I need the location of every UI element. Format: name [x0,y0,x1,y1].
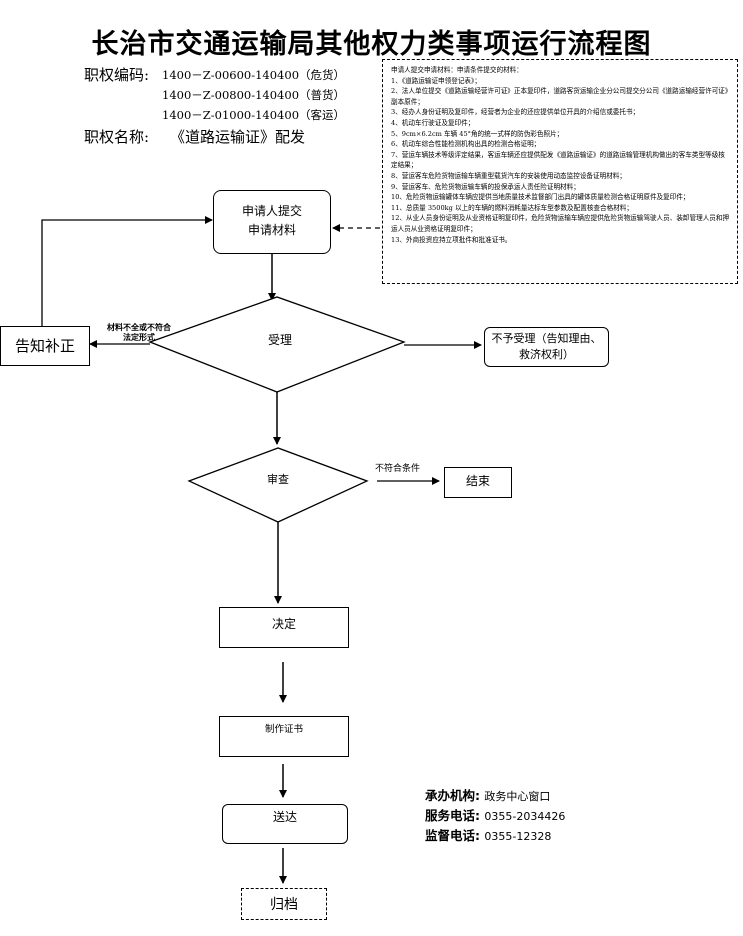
materials-item: 3、经办人身份证明及复印件，经营者为企业的还应提供单位开具的介绍信或委托书； [391,108,640,117]
loop-line [41,216,213,327]
name-value: 《道路运输证》配发 [170,128,306,146]
end-node: 结束 [444,467,512,498]
reject-line-1: 不予受理（告知理由、 [491,332,602,345]
org-label: 承办机构: [425,788,480,803]
apply-node: 申请人提交 申请材料 [213,190,331,254]
materials-item: 13、外商投资应持立项批件和批准证书。 [391,235,512,244]
name-label: 职权名称: [84,128,150,146]
service-phone-value: 0355-2034426 [484,810,566,823]
archive-node: 归档 [241,888,327,920]
materials-notes: 申请人提交申请材料：申请条件提交的材料： 1、《道路运输证申领登记表》； 2、法… [382,59,738,284]
materials-item: 4、机动车行驶证及复印件； [391,118,475,127]
contact-info: 承办机构: 政务中心窗口 服务电话: 0355-2034426 监督电话: 03… [425,786,565,846]
materials-item: 2、法人单位提交《道路运输经营许可证》正本复印件，道路客货运输企业分公司提交分公… [391,87,729,106]
review-diamond [187,447,369,523]
code-label: 职权编码: [84,66,150,84]
service-phone-label: 服务电话: [425,808,480,823]
incomplete-note-line-2: 法定形式 [123,332,155,342]
make-cert-node: 制作证书 [219,716,349,757]
materials-item: 6、机动车综合性能检测机构出具的检测合格证明； [391,140,541,149]
apply-line-1: 申请人提交 [241,204,302,218]
reject-line-2: 救济权利） [519,348,574,361]
not-meet-label: 不符合条件 [375,464,421,474]
code-line-3: 1400－Z-01000-140400（客运） [162,108,346,122]
incomplete-note-line-1: 材料不全或不符合 [107,322,171,332]
code-line-1: 1400－Z-00600-140400（危货） [162,68,346,82]
apply-line-2: 申请材料 [247,223,296,237]
deliver-node: 送达 [222,804,348,844]
page-title: 长治市交通运输局其他权力类事项运行流程图 [91,29,652,60]
materials-item: 12、从业人员身份证明及从业资格证明复印件，危险货物运输车辆应提供危险货物运输驾… [391,214,730,233]
reject-node: 不予受理（告知理由、 救济权利） [484,327,609,367]
notify-node: 告知补正 [0,326,90,366]
materials-item: 1、《道路运输证申领登记表》； [391,76,481,85]
accept-label: 受理 [267,333,292,347]
materials-item: 5、9cm×6.2cm 车辆 45°角的统一式样的防伪彩色照片； [391,129,564,138]
supervise-phone-label: 监督电话: [425,828,480,843]
decide-node: 决定 [219,607,349,648]
incomplete-note: 材料不全或不符合 法定形式 [96,322,182,342]
materials-item: 9、营运客车、危险货物运输车辆的投保承运人责任险证明材料； [391,182,580,191]
review-label: 审查 [267,473,289,486]
materials-item: 8、营运客车危险货物运输车辆重型载货汽车的安装使用动态监控设备证明材料； [391,171,626,180]
code-line-2: 1400－Z-00800-140400（普货） [162,88,346,102]
materials-item: 11、总质量 3500kg 以上的车辆的燃料消耗量达标车型参数及配置核查合格材料… [391,203,633,212]
materials-heading: 申请人提交申请材料：申请条件提交的材料： [391,66,523,74]
accept-diamond [148,296,406,393]
supervise-phone-value: 0355-12328 [484,830,552,843]
materials-item: 7、营运车辆技术等级评定结果，客运车辆还应提供配发《道路运输证》的道路运输管理机… [391,150,725,170]
org-value: 政务中心窗口 [484,790,551,803]
materials-item: 10、危险货物运输罐体车辆应提供当地质量技术监督部门出具的罐体质量检测合格证明原… [391,193,690,202]
